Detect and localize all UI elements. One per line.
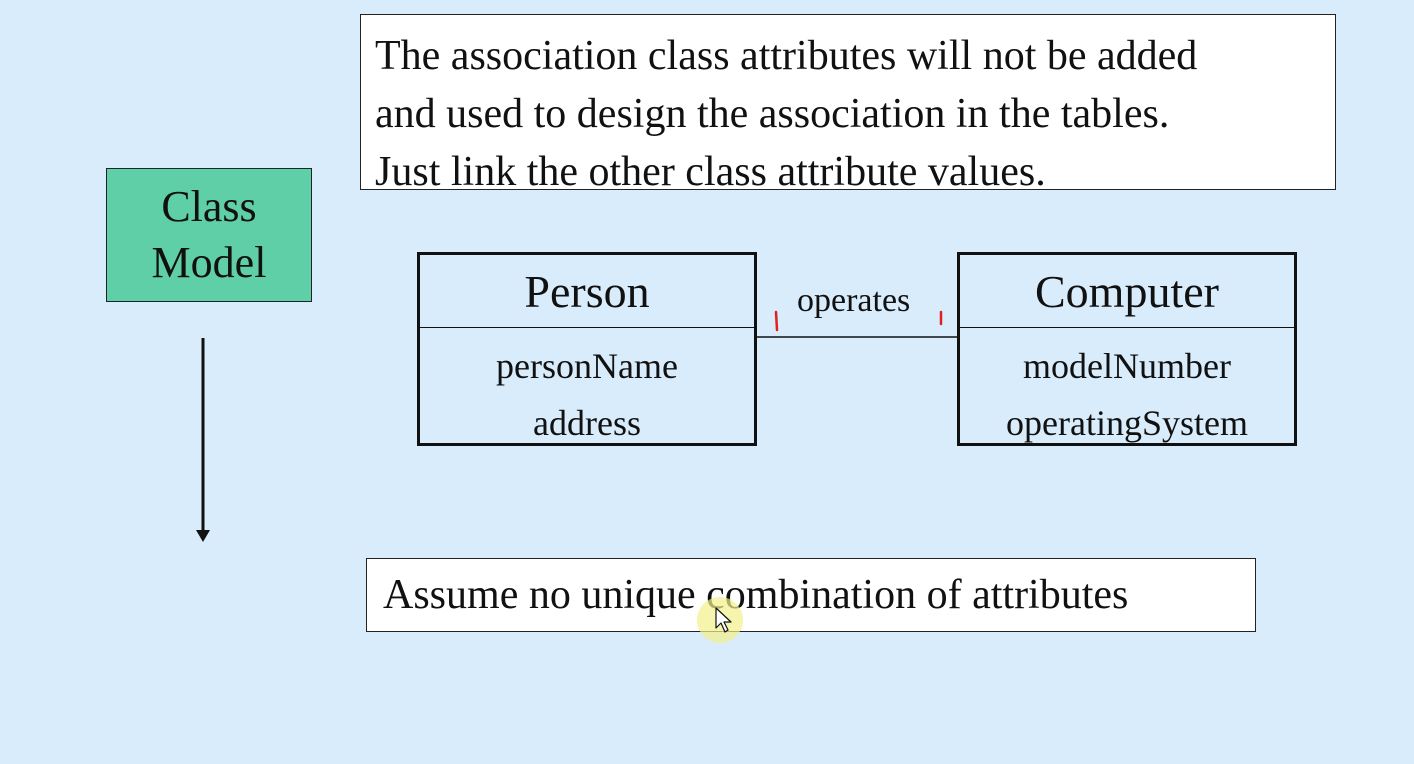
note-line-3: Just link the other class attribute valu… [375, 149, 1046, 195]
computer-attribute: modelNumber [1023, 346, 1231, 386]
person-attribute: address [533, 403, 641, 443]
class-model-line-1: Class [161, 182, 257, 231]
computer-class: Computer modelNumber operatingSystem [957, 252, 1297, 446]
note-line-2: and used to design the association in th… [375, 91, 1170, 137]
computer-attributes: modelNumber operatingSystem [960, 328, 1294, 452]
computer-class-name: Computer [960, 255, 1294, 328]
association-label: operates [797, 282, 911, 319]
person-attribute: personName [496, 346, 678, 386]
assumption-text: Assume no unique combination of attribut… [383, 572, 1129, 618]
class-model-line-2: Model [151, 238, 267, 287]
association-note: The association class attributes will no… [360, 14, 1336, 195]
annotation-tick-left [774, 310, 779, 332]
note-line-1: The association class attributes will no… [375, 33, 1198, 79]
down-arrow-head [196, 530, 210, 542]
class-model-box: Class Model [106, 168, 312, 302]
computer-attribute: operatingSystem [1006, 403, 1248, 443]
assumption-box: Assume no unique combination of attribut… [366, 558, 1256, 632]
person-attributes: personName address [420, 328, 754, 452]
person-class: Person personName address [417, 252, 757, 446]
person-class-name: Person [420, 255, 754, 328]
